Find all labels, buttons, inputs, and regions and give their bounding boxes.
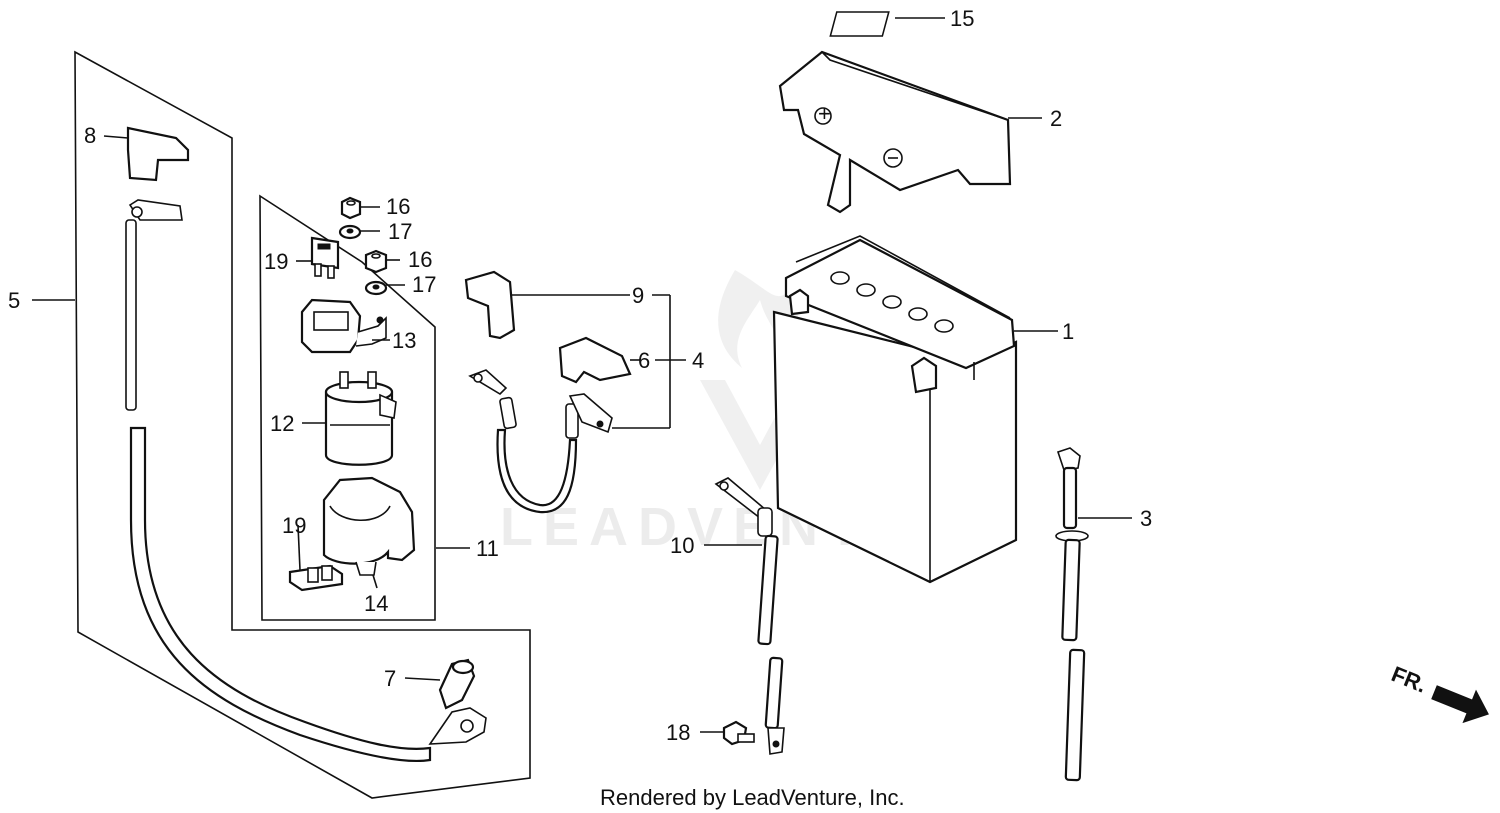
leader-lines xyxy=(32,17,1132,733)
svg-text:+: + xyxy=(818,101,831,126)
bolt-part xyxy=(722,720,755,746)
callout-9: 9 xyxy=(632,283,644,308)
front-direction-label: FR. xyxy=(1388,661,1430,697)
battery-cell-caps xyxy=(830,271,954,333)
callout-labels: 15 2 1 3 4 6 9 5 8 11 16 17 16 17 19 13 … xyxy=(8,6,1152,745)
front-direction-marker: FR. xyxy=(1388,661,1489,724)
callout-19a: 19 xyxy=(264,249,288,274)
terminal-cover-part-6 xyxy=(558,336,632,384)
fuse-part-a xyxy=(310,236,340,279)
ground-wire-part xyxy=(468,369,613,514)
battery-part xyxy=(772,235,1018,584)
callout-15: 15 xyxy=(950,6,974,31)
cable-group-outline xyxy=(74,50,531,799)
relay-group-outline xyxy=(259,194,436,621)
terminal-cover-part-9 xyxy=(464,270,516,340)
callout-5: 5 xyxy=(8,288,20,313)
starter-cable-part xyxy=(125,199,487,763)
callout-13: 13 xyxy=(392,328,416,353)
battery-cover-part: + xyxy=(778,50,1012,214)
callout-4: 4 xyxy=(692,348,704,373)
callout-14: 14 xyxy=(364,591,388,616)
callout-18: 18 xyxy=(666,720,690,745)
relay-connector-part xyxy=(300,298,387,354)
relay-boot-part xyxy=(322,476,416,576)
callout-16b: 16 xyxy=(408,247,432,272)
sticker-part xyxy=(829,11,890,37)
render-credit: Rendered by LeadVenture, Inc. xyxy=(600,785,905,810)
callout-12: 12 xyxy=(270,411,294,436)
callout-6: 6 xyxy=(638,348,650,373)
callout-11: 11 xyxy=(476,536,499,561)
watermark-flame-icon xyxy=(718,270,799,372)
terminal-cover-part xyxy=(126,126,190,182)
nut-part-b xyxy=(364,249,388,274)
callout-7: 7 xyxy=(384,666,396,691)
callout-8: 8 xyxy=(84,123,96,148)
fuse-part-b xyxy=(288,564,344,592)
callout-16a: 16 xyxy=(386,194,410,219)
callout-2: 2 xyxy=(1050,106,1062,131)
callout-17b: 17 xyxy=(412,272,436,297)
callout-19b: 19 xyxy=(282,513,306,538)
cable-boot-part xyxy=(438,658,476,710)
washer-part-b xyxy=(364,280,388,296)
breather-tube-part xyxy=(1055,447,1089,782)
callout-17a: 17 xyxy=(388,219,412,244)
callout-10: 10 xyxy=(670,533,694,558)
callout-1: 1 xyxy=(1062,319,1074,344)
arrow-right-icon xyxy=(1431,685,1489,724)
callout-3: 3 xyxy=(1140,506,1152,531)
ground-cable-part xyxy=(714,477,785,755)
starter-relay-part xyxy=(324,371,397,466)
nut-part-a xyxy=(340,196,362,220)
washer-part-a xyxy=(338,224,362,240)
